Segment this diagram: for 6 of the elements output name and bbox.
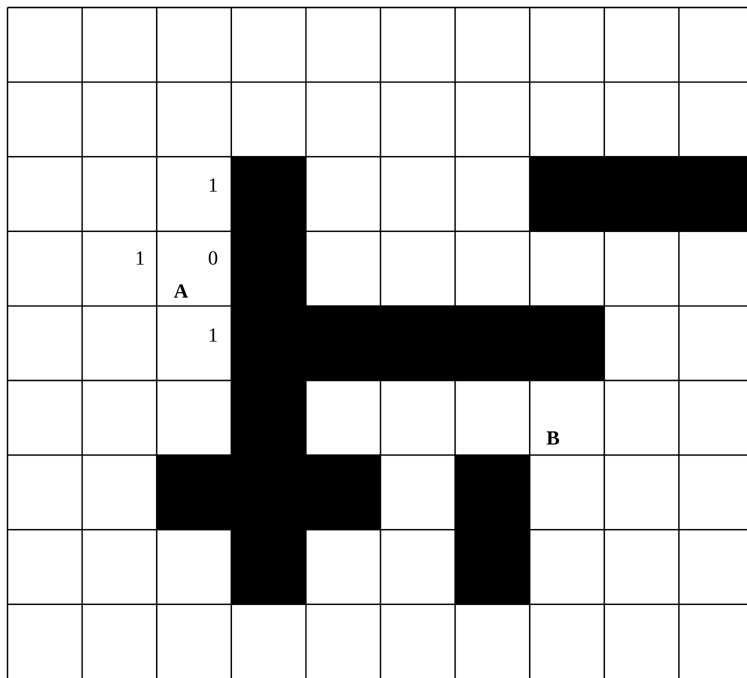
cell-number: 1 — [136, 251, 144, 265]
cell-number: 0 — [208, 251, 218, 265]
point-label: A — [174, 284, 188, 298]
cell-number: 1 — [210, 178, 217, 192]
point-label: B — [546, 431, 560, 445]
cell-number: 1 — [210, 328, 217, 342]
